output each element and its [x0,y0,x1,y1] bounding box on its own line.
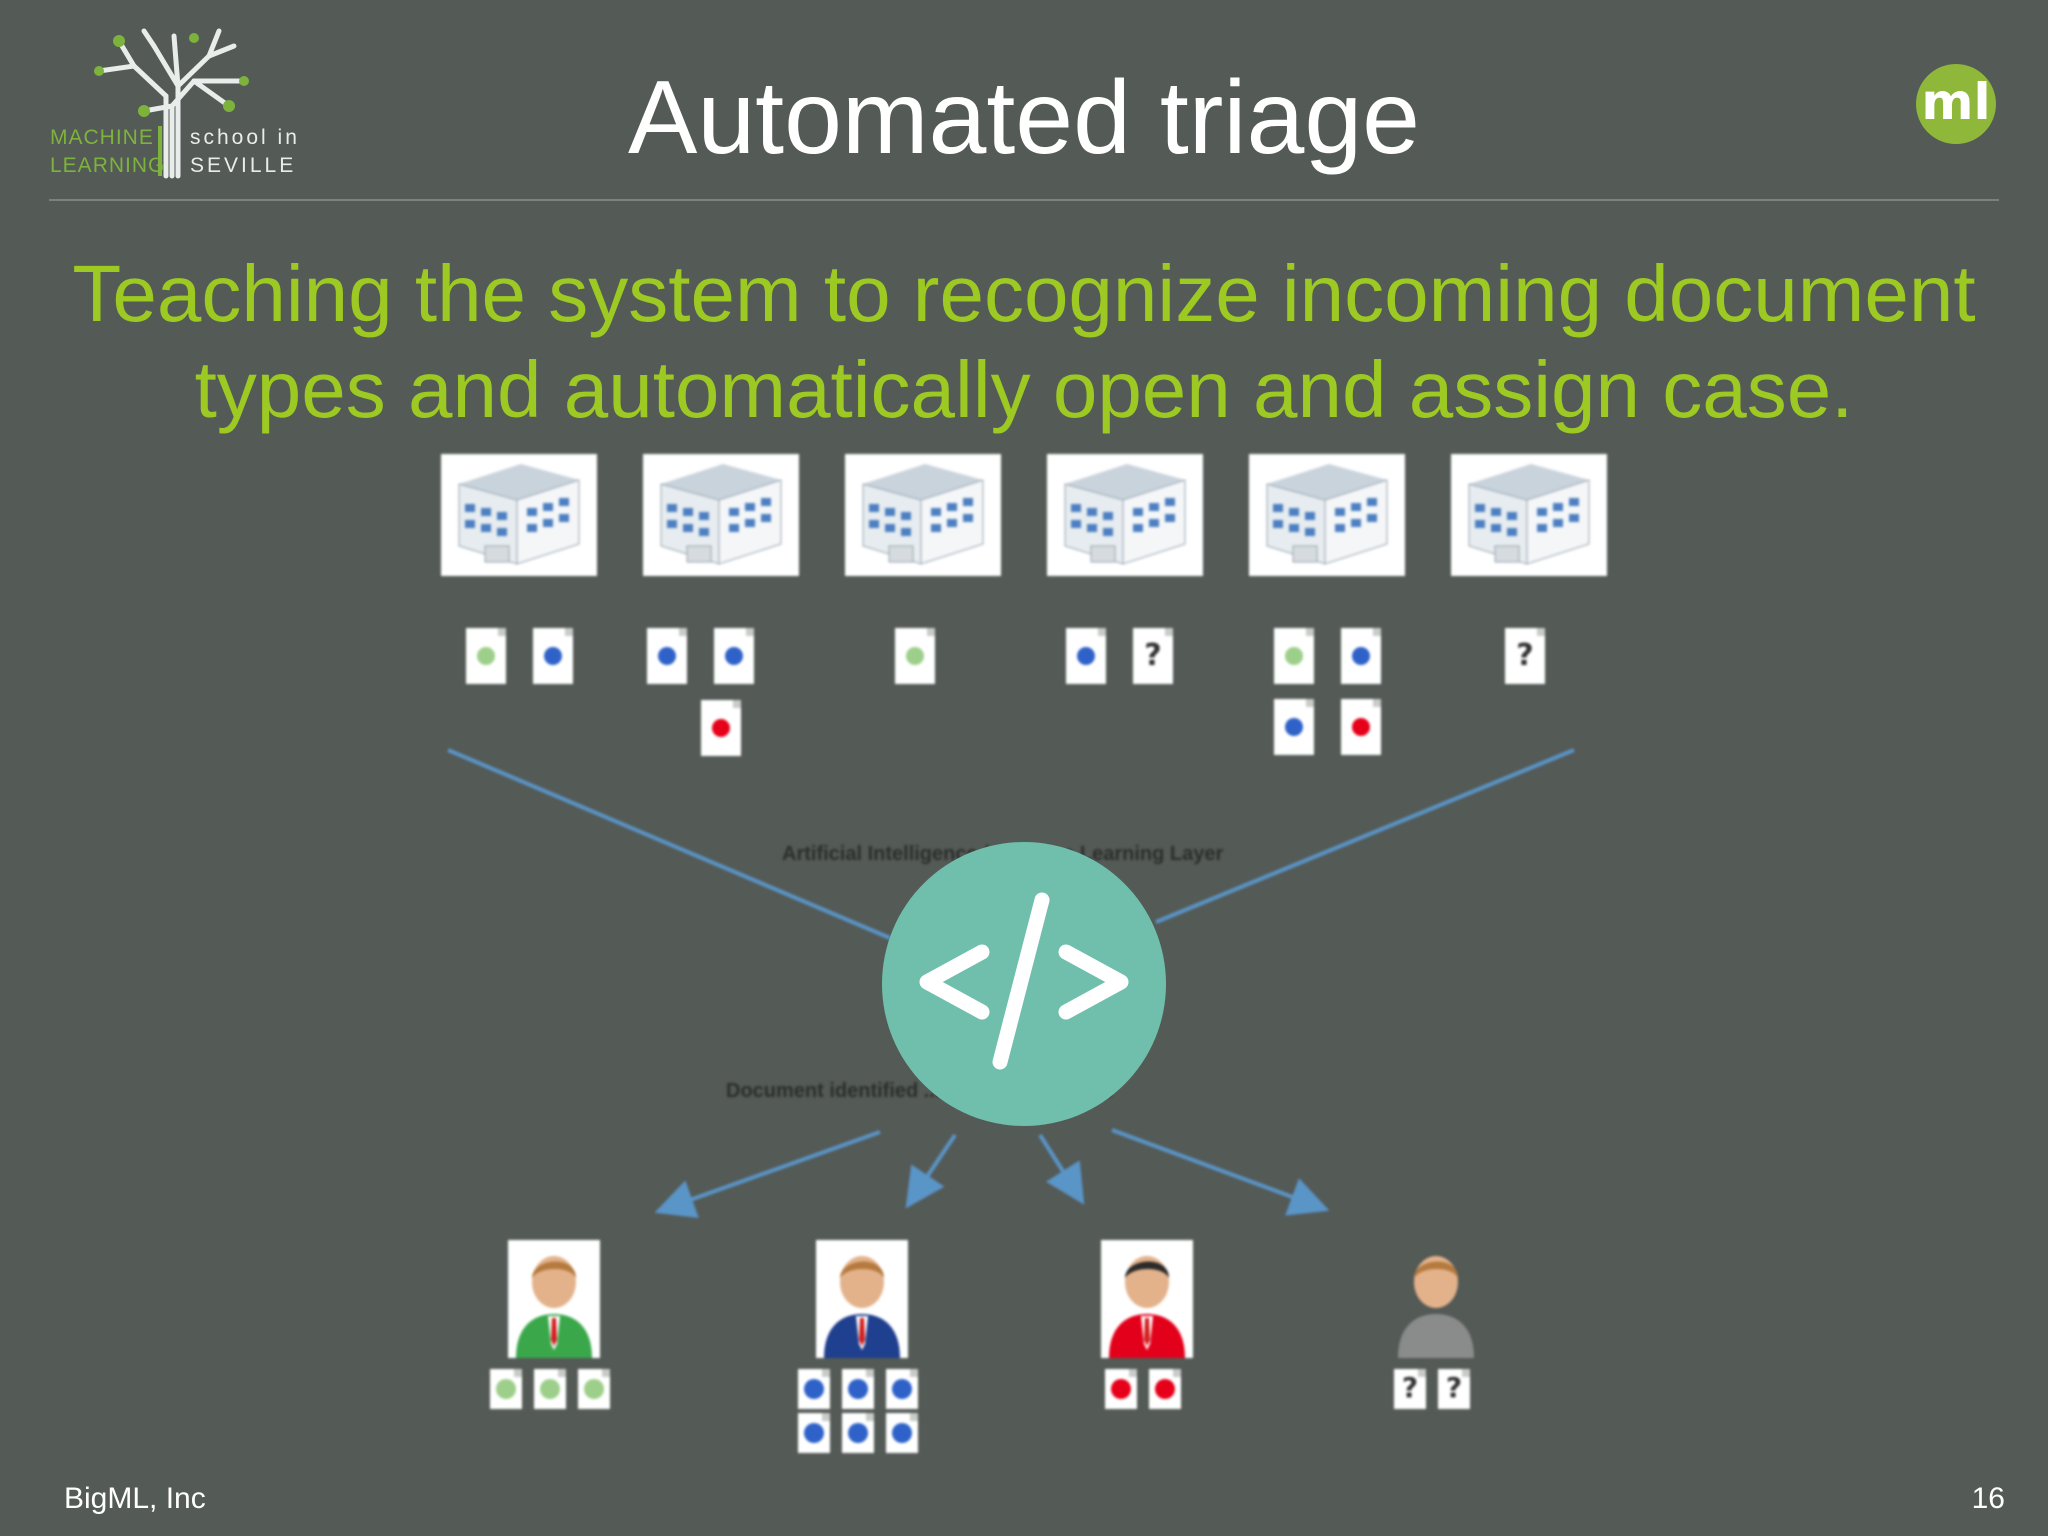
title-divider [49,199,1999,201]
unknown-doc-mark: ? [1445,1371,1463,1404]
recipient-doc [578,1369,610,1409]
slide-title: Automated triage [627,60,1421,176]
sender-doc [466,628,506,684]
tree-icon [94,28,249,179]
input-line-right [1155,748,1575,924]
blue-doc-dot [892,1379,912,1399]
recipient-doc [842,1413,874,1453]
blue-doc-dot [725,647,743,665]
sender-doc [1341,628,1381,684]
recipient-doc [1149,1369,1181,1409]
blue-doc-dot [804,1423,824,1443]
sender-doc: ? [1133,628,1173,684]
recipient-doc: ? [1394,1369,1426,1409]
green-doc-dot [496,1379,516,1399]
unknown-doc-mark: ? [1516,638,1534,673]
sender-doc [895,628,935,684]
building-icon [1047,454,1203,576]
sender-doc [1341,699,1381,755]
person-icon [1101,1240,1193,1358]
school-logo-line2-right: SEVILLE [190,154,297,177]
sender-doc [1274,699,1314,755]
building-icon [845,454,1001,576]
school-logo-line1-left: MACHINE [50,126,154,149]
ml-badge-logo: ml [1916,64,1996,144]
green-doc-dot [477,647,495,665]
subtitle-line-1: Teaching the system to recognize incomin… [72,249,1976,338]
blue-doc-dot [848,1379,868,1399]
red-doc-dot [712,719,730,737]
sender-doc [647,628,687,684]
blue-doc-dot [1077,647,1095,665]
blue-doc-dot [1285,718,1303,736]
green-doc-dot [1285,647,1303,665]
school-logo-line2-left: LEARNING [50,154,166,177]
slide-subtitle: Teaching the system to recognize incomin… [40,246,2008,438]
footer-company: BigML, Inc [64,1482,206,1515]
building-icon [1451,454,1607,576]
sender-doc [533,628,573,684]
building-icon [643,454,799,576]
recipient-doc [1105,1369,1137,1409]
output-arrow-1 [654,1130,881,1219]
sender-doc [714,628,754,684]
green-doc-dot [906,647,924,665]
output-arrow-4 [1111,1128,1330,1216]
person-icon [1390,1240,1482,1358]
ml-badge-text: ml [1921,73,1991,131]
code-brackets-icon [919,892,1129,1070]
red-doc-dot [1155,1379,1175,1399]
sender-doc: ? [1505,628,1545,684]
recipient-doc [798,1413,830,1453]
sender-doc [701,700,741,756]
blue-doc-dot [892,1423,912,1443]
output-arrow-2 [905,1133,957,1209]
output-arrow-3 [1038,1133,1085,1205]
recipient-doc: ? [1438,1369,1470,1409]
school-logo: MACHINE LEARNING school in SEVILLE [44,26,304,186]
person-icon [816,1240,908,1358]
building-icon [1249,454,1405,576]
ml-engine-circle [882,842,1166,1126]
recipient-doc [490,1369,522,1409]
sender-doc [1274,628,1314,684]
building-icon [441,454,597,576]
green-doc-dot [584,1379,604,1399]
school-logo-line1-right: school in [190,126,300,149]
unknown-doc-mark: ? [1144,638,1162,673]
red-doc-dot [1352,718,1370,736]
blue-doc-dot [804,1379,824,1399]
red-doc-dot [1111,1379,1131,1399]
recipient-doc [886,1369,918,1409]
recipient-doc [886,1413,918,1453]
blue-doc-dot [658,647,676,665]
input-line-left [447,748,891,940]
recipient-doc [534,1369,566,1409]
unknown-doc-mark: ? [1401,1371,1419,1404]
blue-doc-dot [848,1423,868,1443]
sender-doc [1066,628,1106,684]
subtitle-line-2: types and automatically open and assign … [194,345,1854,434]
recipient-doc [842,1369,874,1409]
page-number: 16 [1971,1482,2005,1515]
green-doc-dot [540,1379,560,1399]
recipient-doc [798,1369,830,1409]
person-icon [508,1240,600,1358]
blue-doc-dot [1352,647,1370,665]
blue-doc-dot [544,647,562,665]
